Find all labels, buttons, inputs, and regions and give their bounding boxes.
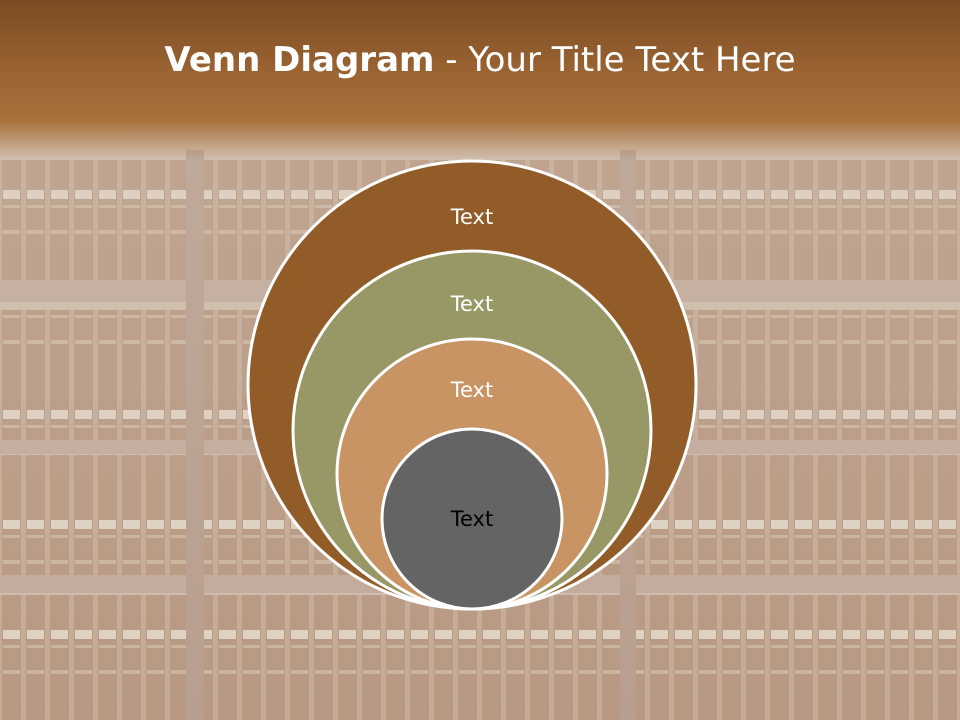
venn-label-inner: Text <box>450 507 493 531</box>
title-band <box>0 0 960 160</box>
venn-label-third: Text <box>450 378 493 402</box>
title-rest: - Your Title Text Here <box>434 40 796 80</box>
slide-title: Venn Diagram - Your Title Text Here <box>0 40 960 80</box>
venn-label-outer: Text <box>450 205 493 229</box>
venn-label-second: Text <box>450 292 493 316</box>
title-bold: Venn Diagram <box>164 40 435 80</box>
venn-circle-inner[interactable] <box>380 427 564 611</box>
